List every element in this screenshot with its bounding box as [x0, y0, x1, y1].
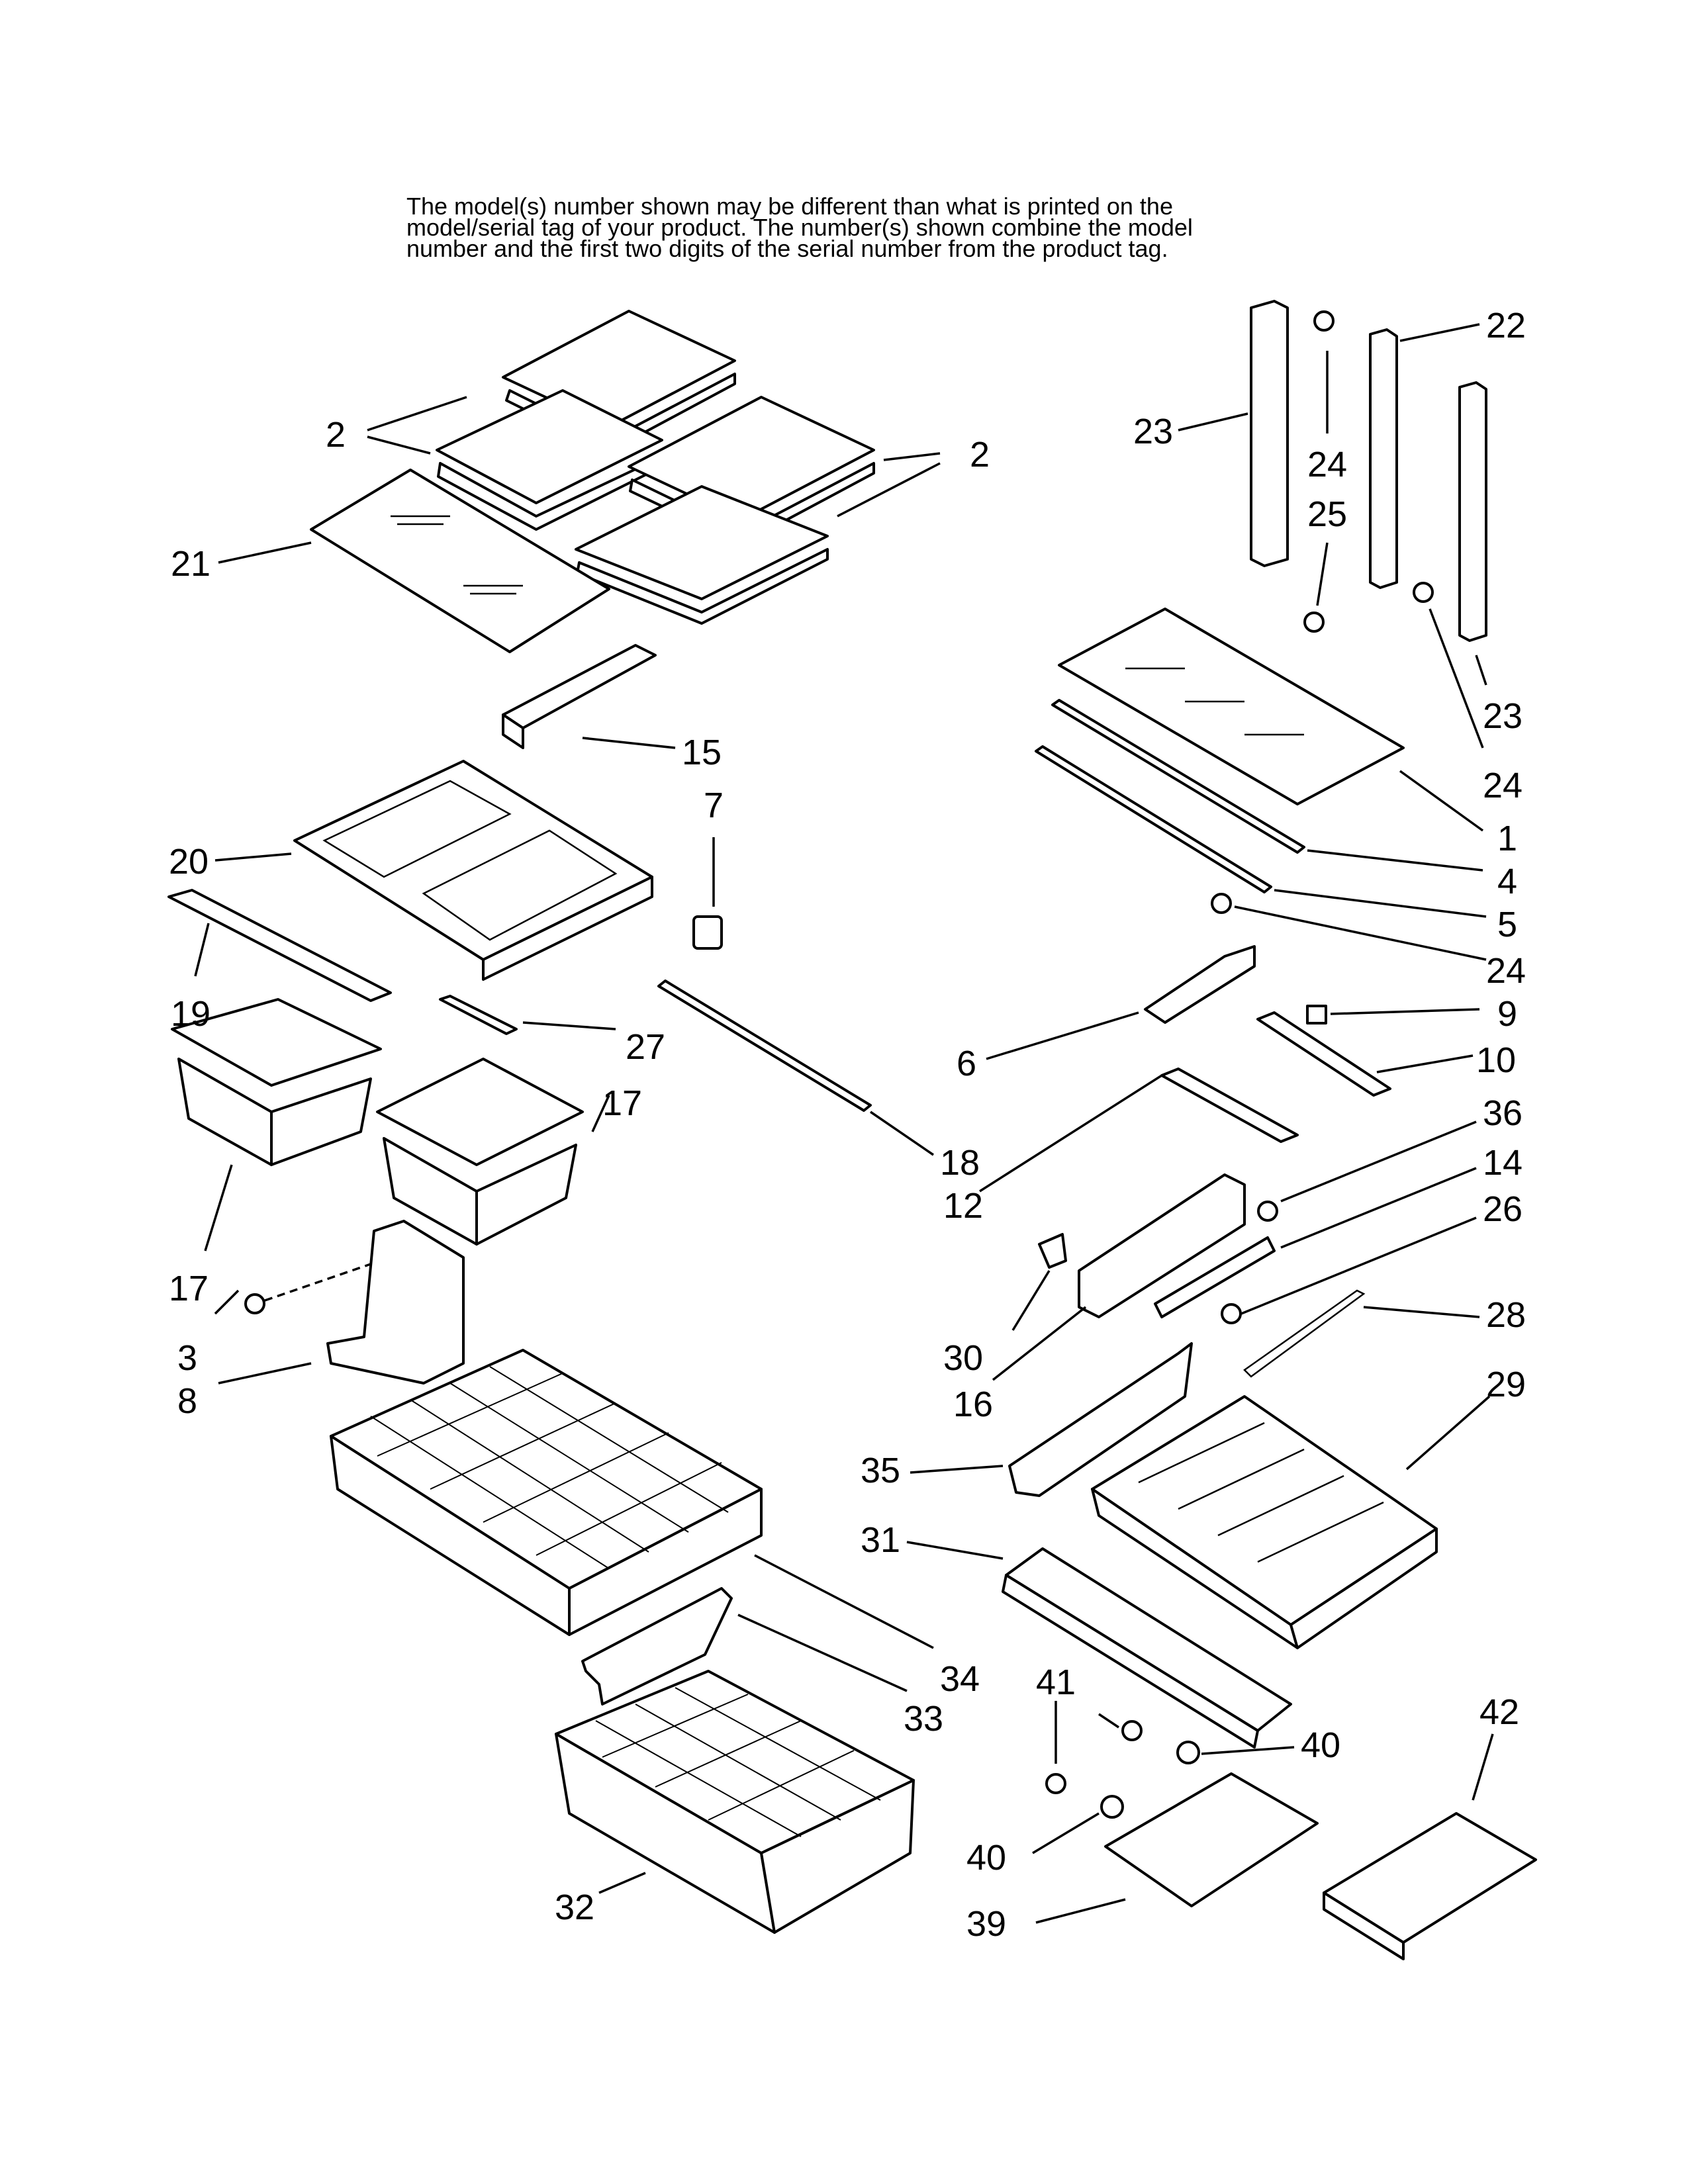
part-6: [1144, 945, 1256, 1024]
crisper-cover-20: [293, 760, 653, 981]
callout-39: 39: [966, 1904, 1006, 1944]
callout-21: 21: [171, 544, 211, 584]
screw-26: [1221, 1303, 1242, 1324]
screw-3: [244, 1263, 371, 1314]
part-35: [1008, 1342, 1193, 1497]
callout-41: 41: [1036, 1662, 1076, 1702]
part-27: [439, 995, 518, 1035]
callout-24-mid: 24: [1486, 951, 1526, 991]
wire-basket-32: [555, 1670, 915, 1934]
part-5: [1035, 745, 1272, 893]
washer-40-upper: [1176, 1741, 1200, 1764]
callout-2-left: 2: [326, 415, 346, 455]
callout-18: 18: [940, 1143, 980, 1183]
callout-36: 36: [1483, 1093, 1523, 1133]
pan-29: [1091, 1395, 1438, 1649]
callout-12: 12: [943, 1186, 983, 1226]
callout-16: 16: [953, 1385, 993, 1424]
part-19: [167, 889, 392, 1002]
rail-22: [1369, 328, 1398, 589]
callout-24-right: 24: [1483, 766, 1523, 805]
callout-9: 9: [1497, 994, 1517, 1034]
callout-3: 3: [177, 1338, 197, 1378]
part-33: [581, 1587, 733, 1706]
screw-41-upper: [1121, 1720, 1143, 1741]
part-12: [1160, 1068, 1299, 1143]
callout-1: 1: [1497, 819, 1517, 858]
shelf-assembly-2: [436, 310, 875, 625]
rail-23-right: [1458, 381, 1487, 642]
glass-shelf-1: [1058, 608, 1405, 805]
crisper-drawer-17-right: [376, 1058, 584, 1246]
callout-23-right: 23: [1483, 696, 1523, 736]
callout-27: 27: [626, 1027, 665, 1067]
callout-34: 34: [940, 1659, 980, 1699]
part-7: [692, 915, 723, 950]
callout-7: 7: [704, 786, 724, 825]
callout-30: 30: [943, 1338, 983, 1378]
part-39: [1104, 1772, 1319, 1907]
rail-23-left: [1250, 300, 1289, 567]
callout-24-top: 24: [1307, 445, 1347, 484]
callout-17-right: 17: [602, 1083, 642, 1123]
callout-20: 20: [169, 842, 209, 882]
callout-28: 28: [1486, 1295, 1526, 1335]
callout-15: 15: [682, 733, 722, 772]
callout-2-right: 2: [970, 435, 990, 475]
note-line-2: model/serial tag of your product. The nu…: [406, 214, 1193, 241]
washer-40-lower: [1100, 1795, 1124, 1819]
part-30: [1038, 1233, 1067, 1269]
note-line-3: number and the first two digits of the s…: [406, 235, 1168, 262]
ice-tray-42: [1323, 1812, 1537, 1960]
part-15: [502, 644, 657, 749]
glass-shelf-21: [310, 469, 610, 653]
callout-42: 42: [1479, 1692, 1519, 1732]
callout-23-left: 23: [1133, 412, 1173, 451]
screw-24-top: [1313, 310, 1335, 332]
callout-40-left: 40: [966, 1838, 1006, 1878]
callout-22: 22: [1486, 306, 1526, 345]
callout-8: 8: [177, 1381, 197, 1421]
screw-25: [1303, 612, 1325, 633]
callout-25: 25: [1307, 494, 1347, 534]
callout-labels: 2 2 21 15 7 20 19 27 17 17 18 3 8 34 33 …: [169, 306, 1526, 1944]
part-18: [657, 979, 872, 1112]
note-line-1: The model(s) number shown may be differe…: [406, 193, 1173, 220]
part-10: [1256, 1011, 1391, 1097]
callout-4: 4: [1497, 862, 1517, 901]
callout-31: 31: [861, 1520, 900, 1560]
screw-41-lower: [1045, 1773, 1066, 1794]
callout-19: 19: [171, 994, 211, 1034]
callout-14: 14: [1483, 1143, 1523, 1183]
leader-lines: [194, 323, 1494, 1924]
callout-29: 29: [1486, 1365, 1526, 1404]
crisper-drawer-17-left: [171, 998, 382, 1166]
part-8: [326, 1220, 465, 1385]
callout-40-right: 40: [1301, 1725, 1340, 1765]
callout-6: 6: [957, 1044, 976, 1083]
callout-10: 10: [1476, 1040, 1516, 1080]
screw-24-right: [1413, 582, 1434, 603]
part-4: [1051, 699, 1305, 854]
callout-5: 5: [1497, 905, 1517, 944]
part-28: [1243, 1289, 1366, 1378]
part-31: [1002, 1547, 1292, 1749]
part-14: [1154, 1236, 1276, 1318]
part-9: [1306, 1005, 1327, 1024]
callout-17-left: 17: [169, 1269, 209, 1308]
part-16: [1078, 1173, 1246, 1318]
callout-32: 32: [555, 1888, 594, 1927]
model-number-note: The model(s) number shown may be differe…: [406, 193, 1333, 262]
callout-33: 33: [904, 1699, 943, 1739]
callout-35: 35: [861, 1451, 900, 1490]
wire-basket-34: [330, 1349, 763, 1636]
callout-26: 26: [1483, 1189, 1523, 1229]
screw-36: [1257, 1201, 1278, 1222]
screw-24-mid: [1211, 893, 1232, 914]
